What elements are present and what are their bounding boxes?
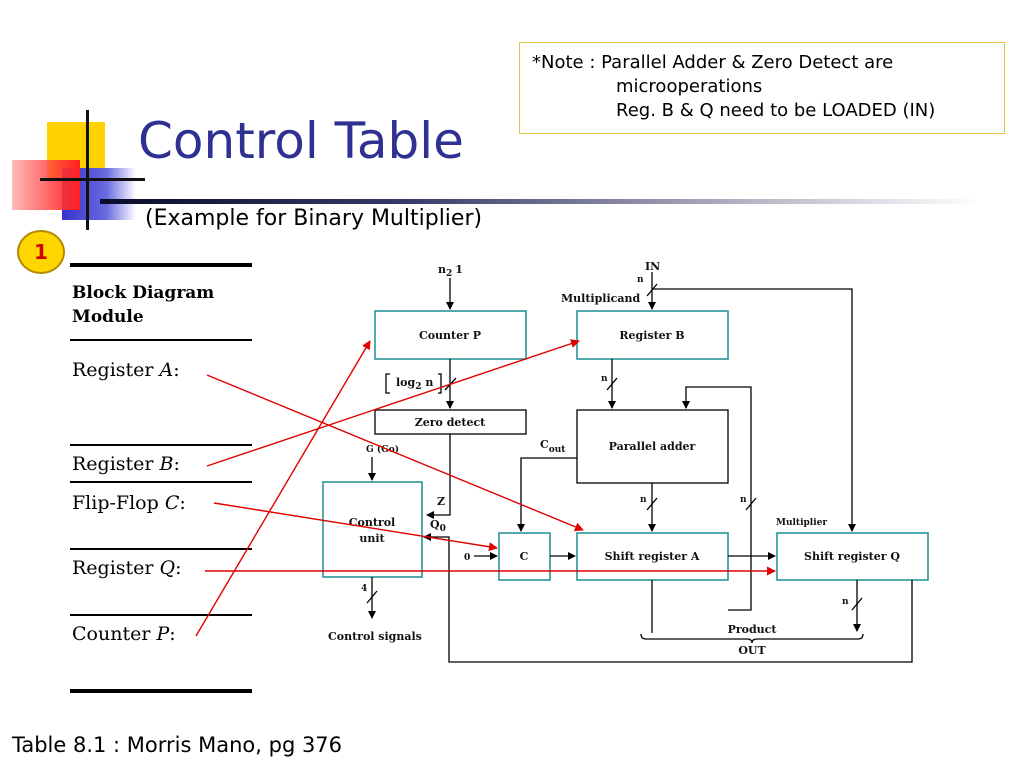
table-rule-b xyxy=(70,481,252,483)
table-header-line-1: Block Diagram xyxy=(72,283,215,303)
row-register-a: Register A: xyxy=(72,359,180,381)
row-register-q: Register Q: xyxy=(72,557,182,579)
row-label: Register xyxy=(72,359,160,381)
control-unit-label-2: unit xyxy=(359,532,385,545)
in-label: IN xyxy=(645,260,660,273)
table-rule-header xyxy=(70,339,252,341)
row-label: Register xyxy=(72,453,160,475)
register-b-label: Register B xyxy=(619,329,684,342)
log-label: log2 n xyxy=(396,376,433,392)
note-line-2: microoperations xyxy=(616,76,763,97)
logo-vertical-bar xyxy=(86,110,89,230)
row-label: Flip-Flop xyxy=(72,492,165,514)
slide-subtitle: (Example for Binary Multiplier) xyxy=(145,206,483,231)
in-bus-width: n xyxy=(637,275,644,285)
zero-detect-label: Zero detect xyxy=(415,416,486,429)
row-counter-p: Counter P: xyxy=(72,623,176,645)
logo-red-block xyxy=(12,160,80,210)
bus-width-label: n xyxy=(740,495,747,505)
parallel-adder-box xyxy=(576,409,729,484)
row-var: Q xyxy=(159,557,176,579)
table-header-line-2: Module xyxy=(72,307,144,327)
table-rule-top xyxy=(70,263,252,267)
slide-title: Control Table xyxy=(138,112,464,170)
multiplicand-label: Multiplicand xyxy=(561,292,640,305)
shift-register-a-label: Shift register A xyxy=(605,550,700,563)
table-reference: Table 8.1 : Morris Mano, pg 376 xyxy=(12,733,343,757)
zero-input-label: 0 xyxy=(464,553,470,563)
connector-register-a xyxy=(206,374,584,532)
counter-p-label: Counter P xyxy=(419,329,481,342)
note-line-1: *Note : Parallel Adder & Zero Detect are xyxy=(532,52,894,73)
row-register-b: Register B: xyxy=(72,453,180,475)
connector-register-b xyxy=(206,339,580,467)
row-label: Counter xyxy=(72,623,157,645)
shift-register-q-label: Shift register Q xyxy=(804,550,900,563)
q-bus-width: n xyxy=(842,597,849,607)
row-colon: : xyxy=(175,557,182,579)
table-rule-a xyxy=(70,444,252,446)
row-colon: : xyxy=(173,453,180,475)
row-var: A xyxy=(159,359,174,381)
shift-register-q-box xyxy=(776,532,929,581)
connector-counter-p xyxy=(195,340,371,637)
parallel-adder-label: Parallel adder xyxy=(609,440,696,453)
c-flipflop-label: C xyxy=(520,550,529,563)
product-label: Product xyxy=(728,623,778,636)
control-bus-width: 4 xyxy=(361,584,367,594)
row-colon: : xyxy=(179,492,186,514)
connector-flipflop-c xyxy=(213,502,498,552)
table-rule-q xyxy=(70,614,252,616)
control-unit-label-1: Control xyxy=(349,516,395,529)
step-badge: 1 xyxy=(17,230,65,274)
note-box: *Note : Parallel Adder & Zero Detect are… xyxy=(519,42,1005,134)
note-line-3: Reg. B & Q need to be LOADED (IN) xyxy=(616,100,936,121)
row-colon: : xyxy=(169,623,176,645)
q0-label: Q0 xyxy=(430,518,446,534)
row-colon: : xyxy=(173,359,180,381)
b-bus-width: n xyxy=(601,374,608,384)
table-rule-bottom xyxy=(70,689,252,693)
logo-horizontal-bar xyxy=(40,178,145,181)
z-label: Z xyxy=(437,495,445,508)
control-unit-box xyxy=(322,481,423,578)
table-header: Block Diagram Module xyxy=(72,281,214,329)
counter-p-box xyxy=(374,310,527,360)
out-label: OUT xyxy=(738,644,766,657)
row-var: B xyxy=(159,453,174,475)
adder-bus-width: n xyxy=(640,495,647,505)
multiplier-label: Multiplier xyxy=(776,518,827,528)
control-signals-label: Control signals xyxy=(328,630,422,643)
go-label: G (Go) xyxy=(366,444,399,455)
row-label: Register xyxy=(72,557,160,579)
table-rule-c xyxy=(70,548,252,550)
row-var: P xyxy=(156,623,170,645)
row-var: C xyxy=(164,492,180,514)
row-flipflop-c: Flip-Flop C: xyxy=(72,492,186,514)
title-underline xyxy=(100,199,980,204)
register-b-box xyxy=(576,310,729,360)
cout-label: Cout xyxy=(540,438,566,455)
